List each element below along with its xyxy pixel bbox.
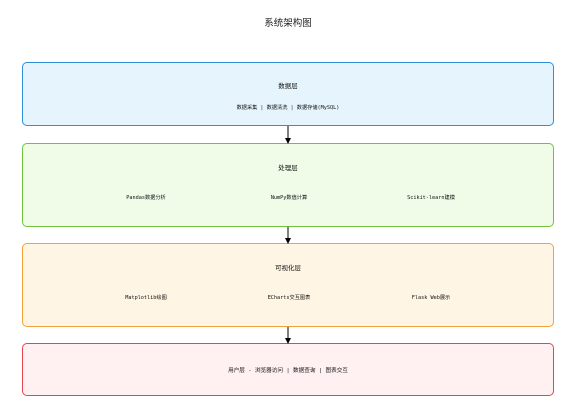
processing-item-pandas: Pandas数据分析	[126, 195, 166, 201]
data-layer-title: 数据层	[278, 82, 298, 90]
visualization-item-matplotlib: Matplotlib绘图	[125, 295, 167, 301]
visualization-layer-box: 可视化层 Matplotlib绘图 ECharts交互图表 Flask Web展…	[22, 243, 554, 327]
processing-layer-title: 处理层	[278, 164, 298, 172]
visualization-layer-title: 可视化层	[275, 264, 301, 272]
visualization-item-flask: Flask Web展示	[411, 295, 451, 301]
processing-item-numpy: NumPy数值计算	[270, 195, 308, 201]
data-layer-items: 数据采集 | 数据清洗 | 数据存储(MySQL)	[236, 105, 340, 111]
user-layer-box: 用户层 - 浏览器访问 | 数据查询 | 图表交互	[22, 343, 554, 396]
processing-item-sklearn: Scikit-learn建模	[407, 195, 455, 201]
user-layer-line: 用户层 - 浏览器访问 | 数据查询 | 图表交互	[228, 368, 348, 374]
data-layer-box: 数据层 数据采集 | 数据清洗 | 数据存储(MySQL)	[22, 62, 554, 126]
diagram-title: 系统架构图	[264, 18, 312, 29]
visualization-item-echarts: ECharts交互图表	[267, 295, 311, 301]
processing-layer-box: 处理层 Pandas数据分析 NumPy数值计算 Scikit-learn建模	[22, 143, 554, 227]
